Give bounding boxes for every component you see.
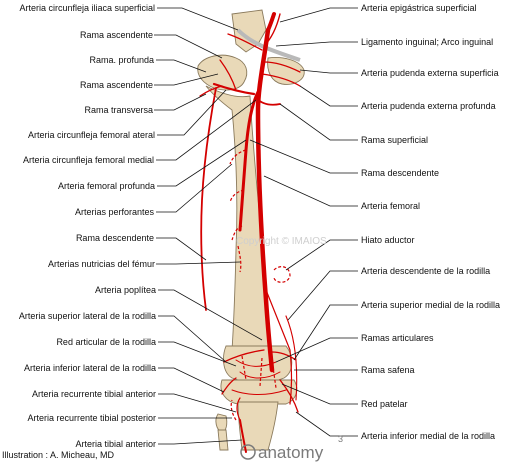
patellar-network-2 bbox=[241, 355, 277, 389]
external-iliac-artery bbox=[266, 12, 276, 32]
descending-genicular-artery bbox=[265, 289, 293, 405]
fibula-shaft bbox=[217, 429, 229, 451]
label-anterior-tibial-recurrent: Arteria recurrente tibial anterior bbox=[32, 389, 156, 399]
perforating-artery-3 bbox=[231, 225, 243, 241]
label-nutrient-arteries: Arterias nutricias del fémur bbox=[48, 259, 155, 269]
label-superior-lateral-genicular: Arteria superior lateral de la rodilla bbox=[19, 311, 156, 321]
label-ascending-branch-1: Rama ascendente bbox=[80, 30, 153, 40]
arteries bbox=[199, 12, 301, 453]
anterior-tibial-artery bbox=[239, 419, 247, 453]
fibula-head bbox=[215, 413, 228, 433]
label-popliteal-artery: Arteria poplítea bbox=[95, 285, 156, 295]
label-ascending-branch-2: Rama ascendente bbox=[80, 80, 153, 90]
label-descending-branch-left: Rama descendente bbox=[76, 233, 154, 243]
label-external-pudendal-superficial: Arteria pudenda externa superficia bbox=[361, 68, 499, 78]
ascending-branch bbox=[219, 59, 237, 91]
superior-lateral-genicular bbox=[223, 349, 265, 363]
label-superficial-epigastric: Arteria epigástrica superficial bbox=[361, 3, 477, 13]
femur-head bbox=[197, 54, 248, 91]
label-inguinal-ligament: Ligamento inguinal; Arco inguinal bbox=[361, 37, 493, 47]
inferior-medial-genicular bbox=[279, 379, 299, 413]
label-patellar-network: Red patelar bbox=[361, 399, 408, 409]
label-anterior-tibial-artery: Arteria tibial anterior bbox=[75, 439, 156, 449]
label-saphenous-branch: Rama safena bbox=[361, 365, 415, 375]
medial-circumflex-femoral bbox=[255, 97, 281, 106]
label-deep-femoral-artery: Arteria femoral profunda bbox=[58, 181, 155, 191]
label-deep-branch: Rama. profunda bbox=[89, 55, 154, 65]
transverse-branch bbox=[199, 85, 223, 97]
logo-mark-icon bbox=[240, 444, 256, 460]
label-superior-medial-genicular: Arteria superior medial de la rodilla bbox=[361, 300, 500, 310]
labels-right: Arteria epigástrica superficial Ligament… bbox=[361, 3, 500, 441]
label-perforating-arteries: Arterias perforantes bbox=[75, 207, 155, 217]
label-external-pudendal-deep: Arteria pudenda externa profunda bbox=[361, 101, 496, 111]
superficial-circumflex-iliac bbox=[227, 33, 263, 51]
label-transverse-branch: Rama transversa bbox=[84, 105, 153, 115]
label-knee-articular-network: Red articular de la rodilla bbox=[56, 337, 156, 347]
external-pudendal-superficial bbox=[263, 61, 301, 73]
labels-left: Arteria circunfleja iliaca superficial R… bbox=[19, 3, 156, 449]
femoral-artery bbox=[255, 27, 275, 373]
leader-lines bbox=[154, 7, 358, 445]
label-posterior-tibial-recurrent: Arteria recurrente tibial posterior bbox=[27, 413, 156, 423]
superficial-epigastric-artery bbox=[263, 13, 281, 47]
logo-superscript: 3 bbox=[338, 434, 343, 444]
label-superficial-circumflex-iliac: Arteria circunfleja iliaca superficial bbox=[19, 3, 155, 13]
copyright-watermark: Copyright © IMAIOS bbox=[236, 236, 327, 247]
label-adductor-hiatus: Hiato aductor bbox=[361, 235, 415, 245]
label-superficial-branch: Rama superficial bbox=[361, 135, 428, 145]
anterior-tibial-recurrent bbox=[236, 397, 241, 421]
label-lateral-circumflex-femoral: Arteria circunfleja femoral ateral bbox=[28, 130, 155, 140]
lateral-circumflex-femoral bbox=[212, 82, 256, 96]
label-descending-genicular: Arteria descendente de la rodilla bbox=[361, 266, 490, 276]
perforating-artery-1 bbox=[229, 149, 247, 165]
label-inferior-lateral-genicular: Arteria inferior lateral de la rodilla bbox=[24, 363, 156, 373]
perforating-artery-2 bbox=[229, 189, 245, 203]
label-descending-branch-right: Rama descendente bbox=[361, 168, 439, 178]
label-medial-circumflex-femoral: Arteria circunfleja femoral medial bbox=[23, 155, 154, 165]
adductor-hiatus bbox=[273, 266, 291, 283]
illustration-credit: Illustration : A. Micheau, MD bbox=[2, 450, 115, 460]
external-pudendal-deep bbox=[261, 73, 301, 87]
nutrient-artery bbox=[237, 245, 242, 273]
inguinal-ligament bbox=[236, 28, 301, 62]
label-inferior-medial-genicular: Arteria inferior medial de la rodilla bbox=[361, 431, 495, 441]
anatomy-logo: anatomy 3 bbox=[240, 434, 343, 462]
bones bbox=[197, 9, 305, 451]
label-articular-branches: Ramas articulares bbox=[361, 333, 434, 343]
label-femoral-artery: Arteria femoral bbox=[361, 201, 420, 211]
posterior-tibial-recurrent bbox=[230, 399, 237, 421]
saphenous-branch bbox=[285, 315, 298, 401]
patellar-network bbox=[231, 359, 287, 395]
inferior-lateral-genicular bbox=[221, 377, 237, 395]
lateral-descending-branch bbox=[200, 87, 217, 311]
logo-text: anatomy bbox=[258, 443, 324, 462]
